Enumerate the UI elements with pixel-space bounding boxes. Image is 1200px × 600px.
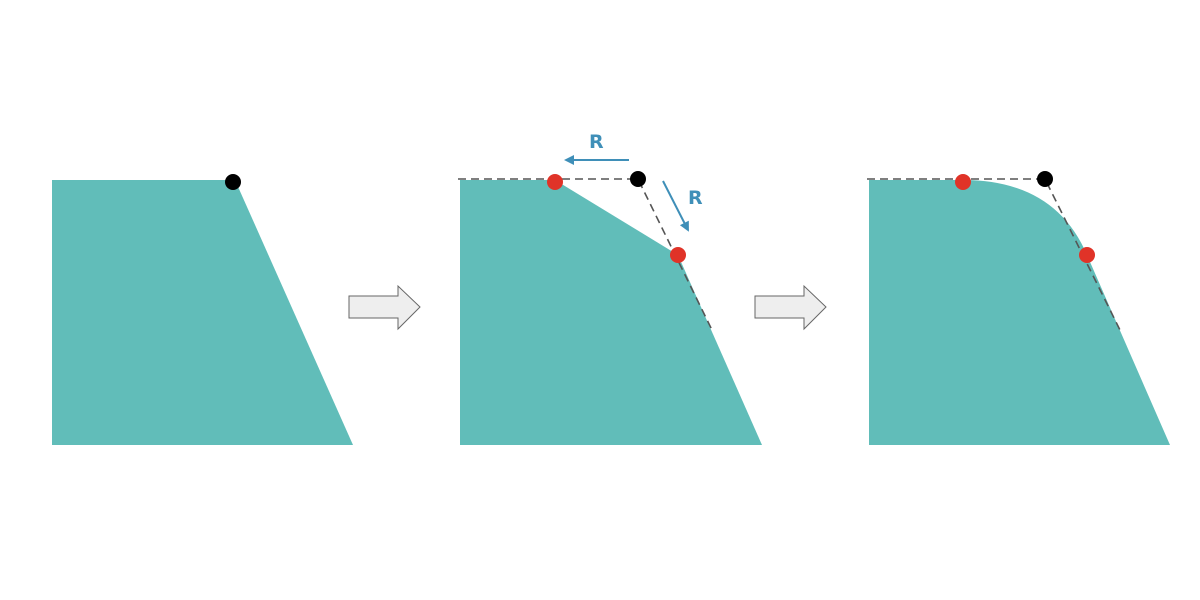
tangent-point-side [1079, 247, 1095, 263]
tangent-point-top [955, 174, 971, 190]
shape-sharp-corner [52, 180, 353, 445]
step-arrow-2 [754, 284, 827, 331]
radius-label-horizontal: R [589, 131, 604, 153]
radius-label-diagonal: R [688, 187, 703, 209]
guide-lines [867, 178, 1121, 331]
corner-point [630, 171, 646, 187]
stage-fillet [867, 171, 1170, 445]
stage-tangent-points: R R [458, 131, 762, 445]
guide-lines [458, 178, 713, 331]
corner-point [1037, 171, 1053, 187]
radius-arrow-diagonal [662, 180, 689, 232]
step-arrow-right-icon [754, 284, 827, 331]
shape-chamfered [460, 180, 762, 445]
tangent-point-side [670, 247, 686, 263]
step-arrow-1 [348, 284, 421, 331]
corner-point [225, 174, 241, 190]
tangent-point-top [547, 174, 563, 190]
stage-original [52, 174, 353, 445]
step-arrow-right-icon [348, 284, 421, 331]
shape-filleted [869, 180, 1170, 445]
